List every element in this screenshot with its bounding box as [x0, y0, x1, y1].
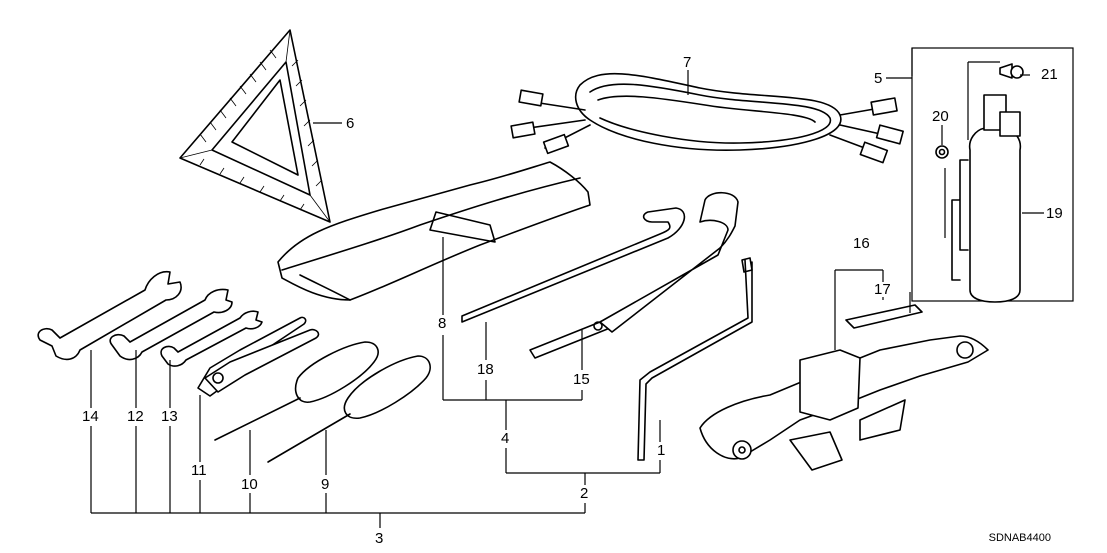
tool-bag-drawing	[277, 161, 591, 301]
callout-20: 20	[931, 108, 950, 125]
warning-triangle-drawing	[179, 29, 331, 223]
callout-9: 9	[320, 476, 331, 493]
screwdrivers-drawing	[214, 341, 431, 463]
jack-handle-drawing	[637, 257, 753, 461]
callout-7: 7	[682, 54, 693, 71]
drawing-code: SDNAB4400	[988, 532, 1051, 544]
callout-16: 16	[852, 235, 871, 252]
leader-lines	[90, 70, 1044, 528]
callout-6: 6	[345, 115, 356, 132]
wheel-nut-wrench-drawing	[461, 191, 739, 359]
callout-15: 15	[572, 371, 591, 388]
callout-18: 18	[476, 361, 495, 378]
callout-4: 4	[500, 430, 511, 447]
callout-21: 21	[1040, 66, 1059, 83]
callout-14: 14	[81, 408, 100, 425]
pliers-drawing	[197, 316, 320, 397]
callout-17: 17	[873, 281, 892, 298]
sealant-kit-drawing	[911, 47, 1074, 303]
callout-10: 10	[240, 476, 259, 493]
wrenches-drawing	[37, 270, 263, 367]
callout-2: 2	[579, 485, 590, 502]
callout-19: 19	[1045, 205, 1064, 222]
booster-cables-drawing	[510, 72, 904, 164]
callout-13: 13	[160, 408, 179, 425]
callout-1: 1	[656, 442, 667, 459]
callout-12: 12	[126, 408, 145, 425]
callout-11: 11	[190, 462, 208, 479]
callout-5: 5	[873, 70, 884, 87]
scissor-jack-drawing	[699, 304, 989, 471]
callout-3: 3	[374, 530, 385, 547]
callout-8: 8	[437, 315, 448, 332]
